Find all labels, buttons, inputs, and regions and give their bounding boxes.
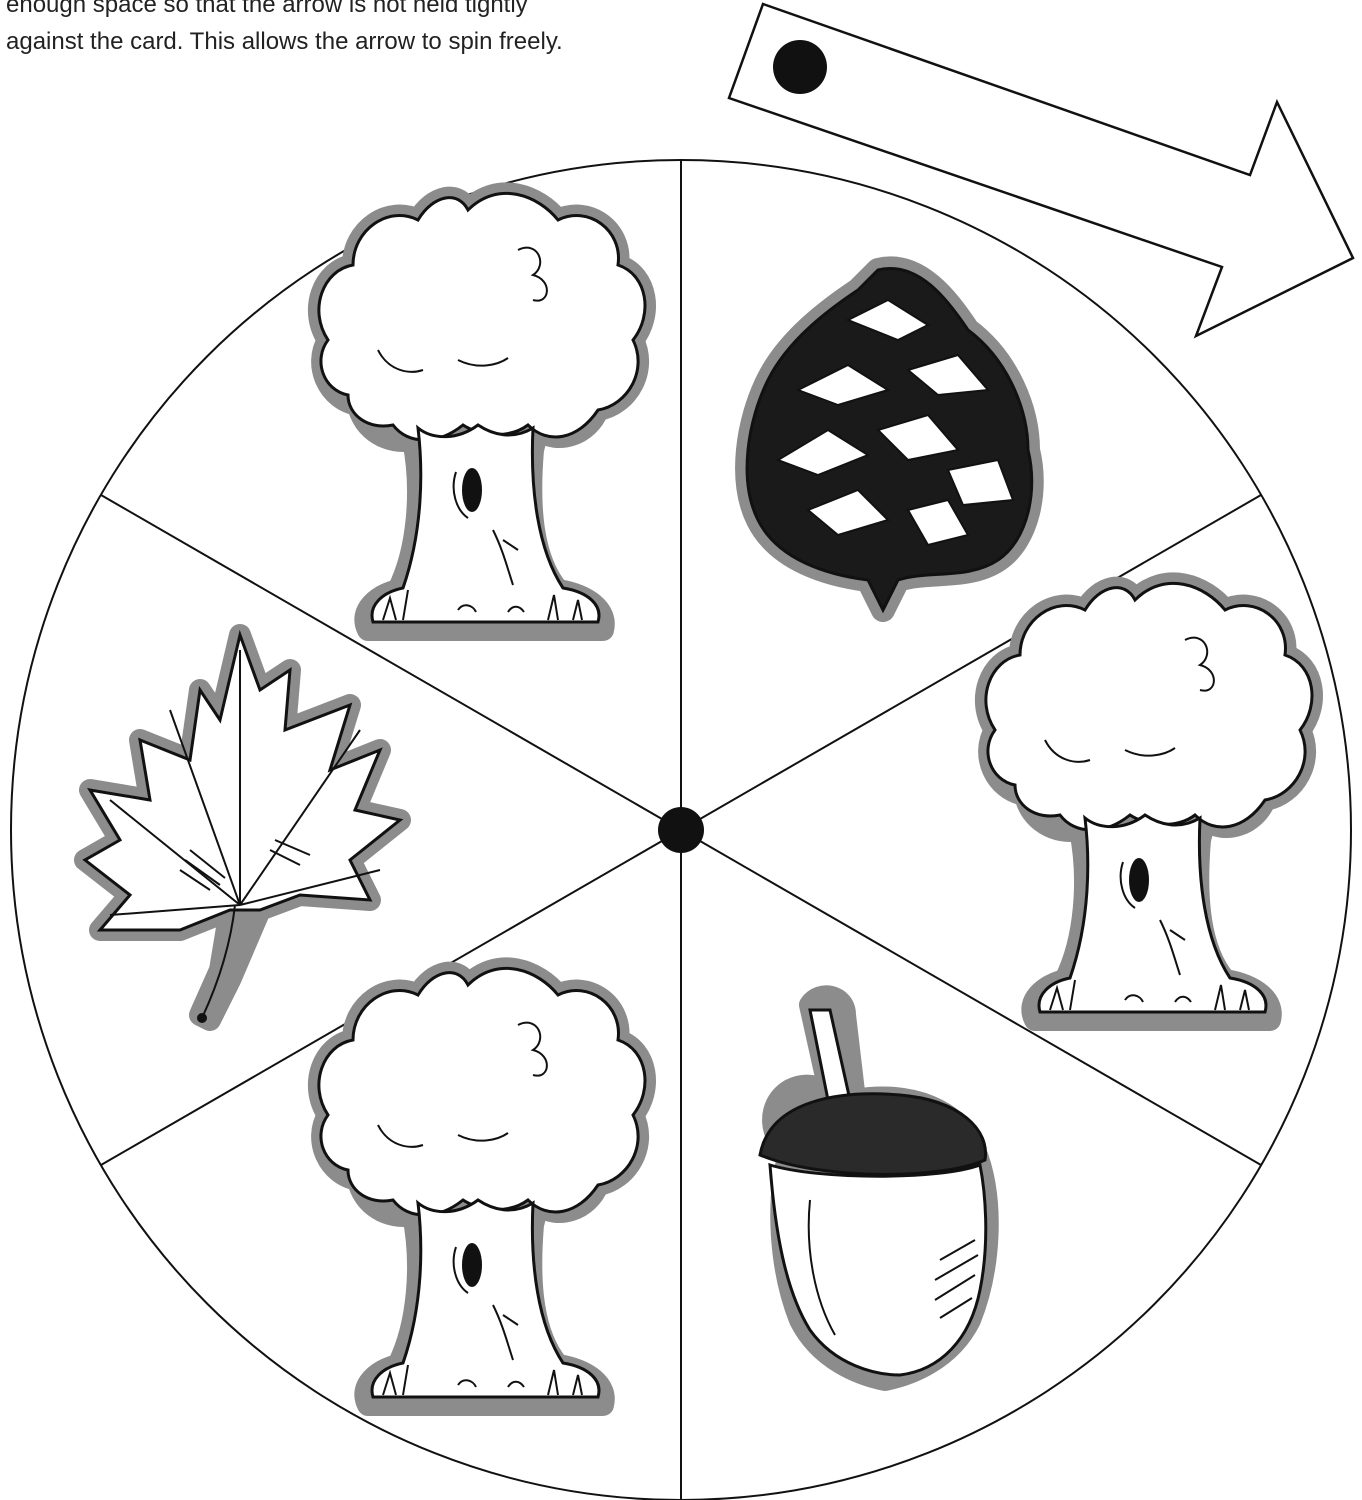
acorn-icon xyxy=(760,996,988,1380)
spinner-arrow xyxy=(729,4,1353,336)
arrow-pivot-hole xyxy=(773,40,827,94)
tree-icon xyxy=(319,193,645,630)
maple-leaf-icon xyxy=(85,635,400,1023)
tree-icon xyxy=(986,583,1312,1020)
tree-icon xyxy=(319,968,645,1405)
pine-cone-icon xyxy=(747,268,1032,610)
wheel-center-pin xyxy=(658,807,704,853)
